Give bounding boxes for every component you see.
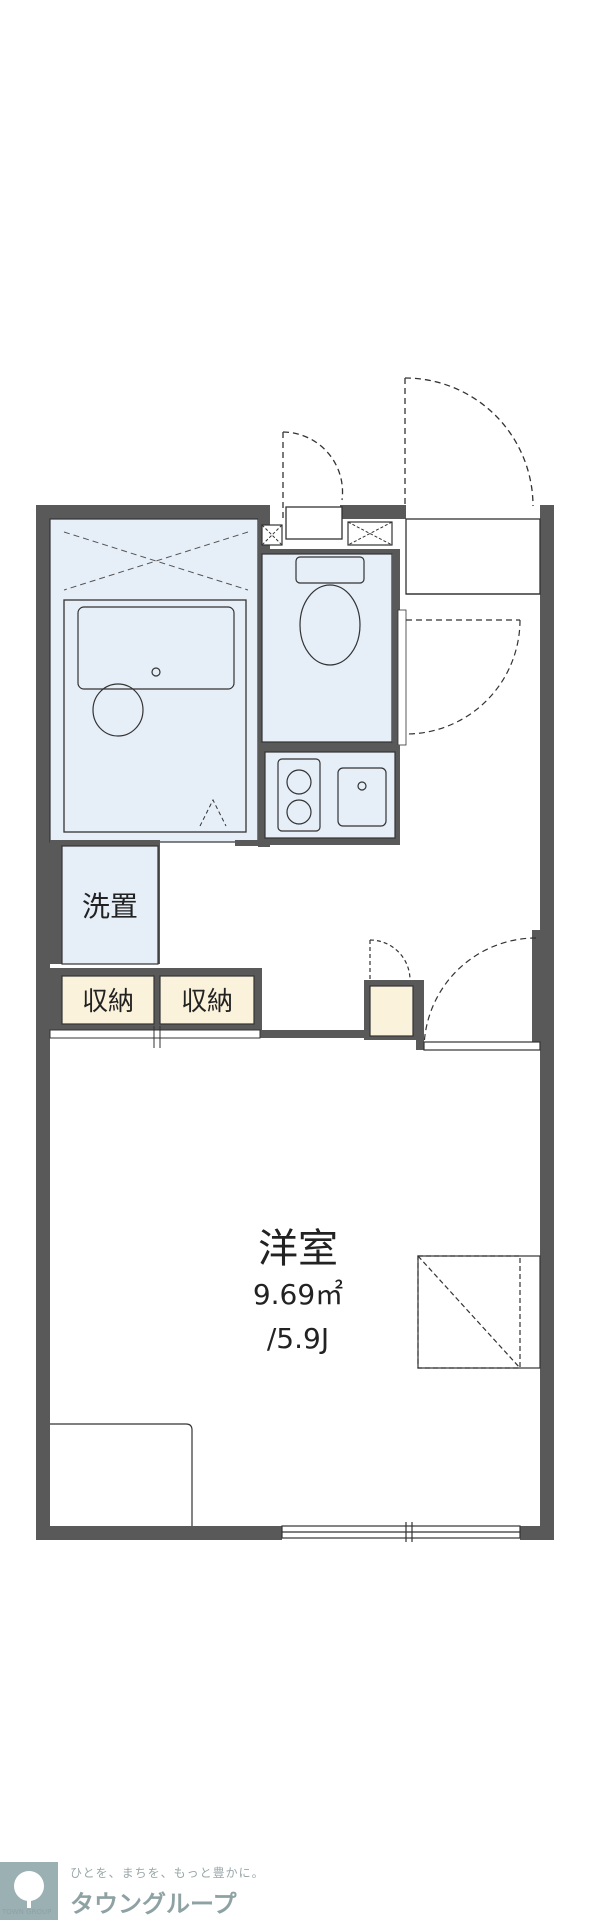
brand-tagline: ひとを、まちを、もっと豊かに。 xyxy=(70,1866,265,1880)
town-group-logo-icon xyxy=(0,1862,58,1920)
storage-label-2: 収納 xyxy=(181,987,233,1017)
brand-group-name: TOWN GROUP xyxy=(2,1908,52,1916)
kitchen xyxy=(260,745,400,845)
western-room-name: 洋室 xyxy=(258,1226,338,1272)
vent-boxes xyxy=(261,506,393,546)
washer-area xyxy=(50,845,160,965)
entrance-frame xyxy=(405,518,541,595)
shoe-box xyxy=(364,939,424,1050)
bathroom xyxy=(49,518,259,843)
storage-label-1: 収納 xyxy=(82,987,134,1017)
washer-label: 洗置 xyxy=(82,890,138,923)
toilet-room xyxy=(261,549,521,751)
western-room-area: 9.69㎡ xyxy=(253,1278,343,1311)
hall-door xyxy=(423,930,541,1051)
storage-closets xyxy=(49,968,422,1048)
entrance-door-swing xyxy=(282,377,534,518)
brand-footer: ひとを、まちを、もっと豊かに。 タウングループ TOWN GROUP xyxy=(0,1858,300,1920)
western-room-tatami: /5.9J xyxy=(267,1322,329,1355)
room-details xyxy=(50,1255,541,1542)
brand-company-name: タウングループ xyxy=(70,1890,237,1918)
exterior-walls xyxy=(36,505,554,1540)
